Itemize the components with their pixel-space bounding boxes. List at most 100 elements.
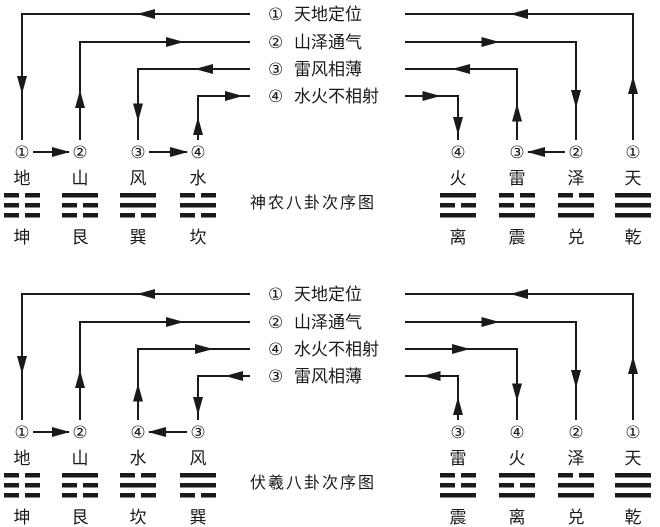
yang-line <box>615 203 651 208</box>
left-connector <box>79 41 250 140</box>
yang-line <box>120 193 156 198</box>
yang-line <box>62 473 98 478</box>
label-number: ① <box>268 285 283 305</box>
yin-line-right <box>83 213 98 218</box>
diagram-caption: 伏羲八卦次序图 <box>250 473 376 492</box>
arrowhead <box>512 383 522 402</box>
trigram-symbol <box>558 193 594 218</box>
trigram-image-label: 山 <box>72 169 89 189</box>
trigram-column: ④火离 <box>499 423 535 527</box>
yang-line <box>120 203 156 208</box>
label-text: 雷风相薄 <box>294 367 362 387</box>
yin-line-left <box>4 473 19 478</box>
arrowhead <box>422 91 441 101</box>
yin-line-right <box>25 483 40 488</box>
yin-line-right <box>461 203 476 208</box>
order-number: ④ <box>450 143 465 163</box>
yang-line <box>558 493 594 498</box>
arrowhead <box>193 117 203 135</box>
sequence-label: ① 天地定位 <box>268 285 362 305</box>
right-connector <box>405 68 518 140</box>
trigram-column: ④水坎 <box>120 423 156 527</box>
trigram-name: 离 <box>509 508 526 527</box>
trigram-name: 艮 <box>72 228 89 248</box>
sequence-label: ② 山泽通气 <box>268 33 362 53</box>
arrowhead <box>52 427 70 437</box>
label-text: 天地定位 <box>294 285 362 305</box>
yang-line <box>615 483 651 488</box>
yin-line-right <box>579 473 594 478</box>
trigram-symbol <box>62 193 98 218</box>
trigram-image-label: 雷 <box>509 169 526 189</box>
trigram-symbol <box>499 193 535 218</box>
trigram-symbol <box>4 473 40 498</box>
trigram-name: 兑 <box>568 228 585 248</box>
yin-line-left <box>62 213 77 218</box>
yang-line <box>180 203 216 208</box>
label-number: ② <box>268 313 283 333</box>
trigram-name: 离 <box>450 228 467 248</box>
yin-line-right <box>520 193 535 198</box>
trigram-image-label: 山 <box>72 449 89 469</box>
yin-line-left <box>4 213 19 218</box>
yang-line <box>62 193 98 198</box>
trigram-name: 震 <box>450 508 467 527</box>
trigram-column: ①天乾 <box>615 143 651 248</box>
trigram-image-label: 泽 <box>568 449 585 469</box>
label-number: ② <box>268 33 283 53</box>
trigram-image-label: 水 <box>190 169 207 189</box>
trigram-column: ③风巽 <box>120 143 156 248</box>
trigram-name: 坤 <box>14 228 31 248</box>
yin-line-right <box>83 493 98 498</box>
order-number: ③ <box>509 143 524 163</box>
order-number: ① <box>14 143 29 163</box>
trigram-image-label: 水 <box>130 449 147 469</box>
trigram-name: 巽 <box>130 228 147 248</box>
order-number: ③ <box>130 143 145 163</box>
order-number: ④ <box>190 143 205 163</box>
arrowhead <box>166 37 184 47</box>
yang-line <box>499 493 535 498</box>
arrowhead <box>52 147 70 157</box>
arrowhead <box>512 103 522 122</box>
yin-line-left <box>440 473 455 478</box>
arrowhead <box>481 317 500 327</box>
yang-line <box>499 213 535 218</box>
arrowhead <box>137 289 155 299</box>
label-text: 山泽通气 <box>294 33 362 53</box>
yin-line-right <box>83 483 98 488</box>
label-text: 山泽通气 <box>294 313 362 333</box>
order-number: ② <box>568 423 583 443</box>
arrowhead <box>628 356 638 374</box>
arrowhead <box>510 289 528 299</box>
arrowhead <box>527 147 545 157</box>
arrowhead <box>133 383 143 402</box>
arrowhead <box>166 317 184 327</box>
yin-line-left <box>499 193 514 198</box>
arrowhead <box>453 397 463 415</box>
trigram-column: ②山艮 <box>62 143 98 248</box>
yin-line-right <box>579 193 594 198</box>
order-number: ① <box>14 423 29 443</box>
trigram-image-label: 地 <box>14 449 31 469</box>
arrowhead <box>170 147 188 157</box>
arrowhead <box>148 427 166 437</box>
yin-line-left <box>499 203 514 208</box>
label-number: ④ <box>268 340 283 360</box>
yin-line-right <box>25 193 40 198</box>
left-connector <box>79 321 250 420</box>
trigram-symbol <box>120 193 156 218</box>
trigram-column: ①天乾 <box>615 423 651 527</box>
label-number: ③ <box>268 367 283 387</box>
order-number: ① <box>625 143 640 163</box>
yin-line-left <box>4 483 19 488</box>
label-text: 水火不相射 <box>294 340 379 360</box>
arrowhead <box>137 9 155 19</box>
arrowhead <box>452 64 470 74</box>
yang-line <box>120 483 156 488</box>
left-connector <box>137 348 250 420</box>
trigram-name: 震 <box>509 228 526 248</box>
